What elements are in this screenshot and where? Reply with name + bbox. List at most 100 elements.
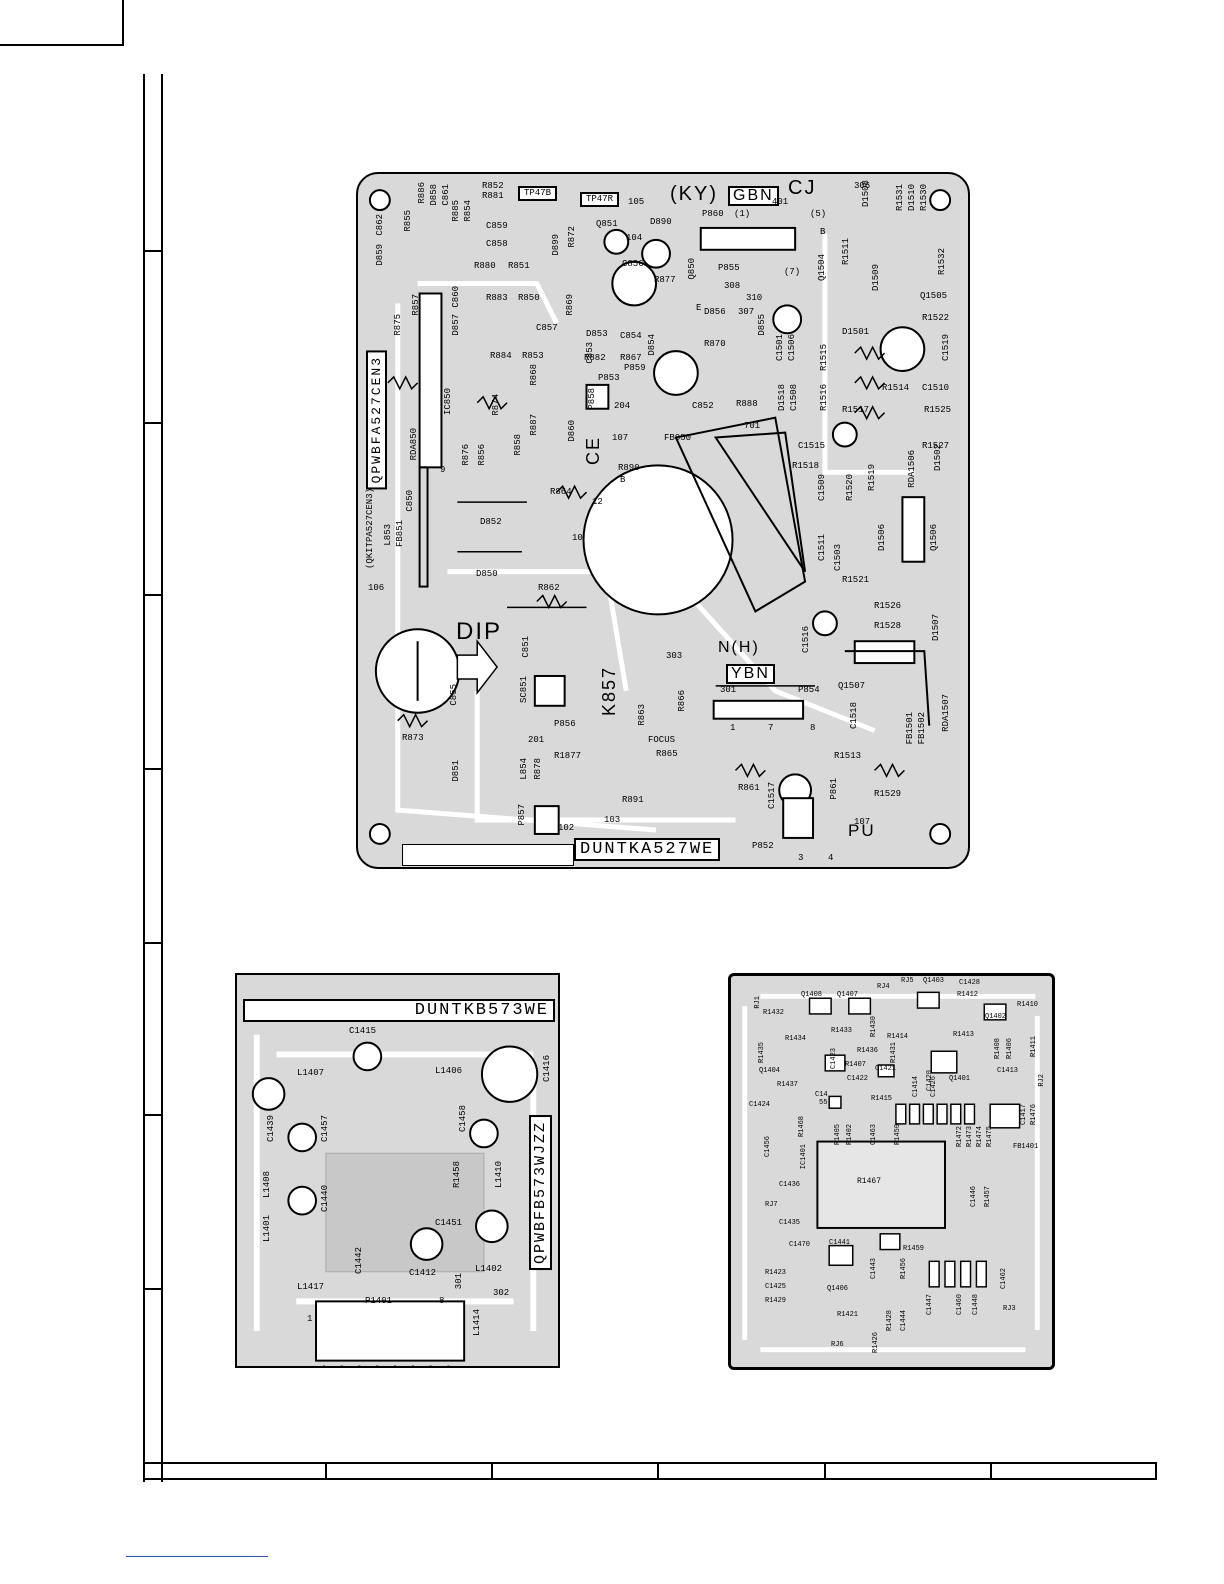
component-label: R866 xyxy=(677,690,687,712)
component-label: R1413 xyxy=(953,1031,975,1039)
frame-tick xyxy=(143,250,161,252)
frame-tick xyxy=(143,422,161,424)
component-label: C1506 xyxy=(787,334,797,362)
component-label: R875 xyxy=(393,314,403,336)
component-label: R1516 xyxy=(819,384,829,412)
component-label: C1447 xyxy=(926,1294,934,1316)
frame-tick xyxy=(143,594,161,596)
component-label: C1415 xyxy=(349,1026,377,1036)
frame-bottom-border xyxy=(143,1462,1157,1480)
ic1401-label: R1467 xyxy=(857,1177,882,1186)
component-label: C1510 xyxy=(922,383,950,393)
jumper-label: 307 xyxy=(738,307,755,317)
component-label: R1519 xyxy=(867,464,877,492)
region-ce-label: CE xyxy=(583,436,603,466)
component-label: R1450 xyxy=(894,1124,902,1146)
component-label: R1414 xyxy=(887,1033,909,1041)
component-label: D858 xyxy=(429,184,439,206)
component-label: Q851 xyxy=(596,219,618,229)
component-label: R1429 xyxy=(765,1297,787,1305)
component-label: R1474 xyxy=(976,1126,984,1148)
component-label: FB1401 xyxy=(1013,1143,1039,1151)
jumper-label: 104 xyxy=(626,233,643,243)
component-label: RJ7 xyxy=(765,1201,778,1209)
bottom-left-board-id-label: DUNTKB573WE xyxy=(243,999,555,1022)
main-board-traces xyxy=(368,189,952,845)
region-gbn-label: GBN xyxy=(728,186,779,206)
component-label: R887 xyxy=(529,414,539,436)
component-label: R890 xyxy=(618,463,640,473)
component-label: C853 xyxy=(585,342,595,364)
component-label: C856 xyxy=(622,259,644,269)
component-label: R1406 xyxy=(1006,1038,1014,1060)
component-label: D899 xyxy=(551,234,561,256)
component-label: R1877 xyxy=(554,751,582,761)
component-label: R1513 xyxy=(834,751,862,761)
component-label: C851 xyxy=(521,636,531,658)
pin-mark: 4 xyxy=(828,853,834,863)
component-label: D1509 xyxy=(871,264,881,292)
component-label: C1426 xyxy=(930,1076,938,1098)
test-point-tp47r: TP47R xyxy=(580,192,620,207)
region-dip-label: DIP xyxy=(456,618,503,645)
frame-divider xyxy=(824,1462,826,1480)
component-label: R1530 xyxy=(919,184,929,212)
main-board-alt-id: (QKITPA527CEN3) xyxy=(365,488,375,570)
jumper-label: 105 xyxy=(628,197,645,207)
bottom-right-pcb-board: R1467 RJ1 Q1408 Q1407 RJ4 RJ5 Q1403 C142… xyxy=(728,973,1055,1370)
component-label: C1421 xyxy=(875,1065,897,1073)
component-label: D1501 xyxy=(842,327,870,337)
component-label: C850 xyxy=(405,490,415,512)
component-label: C1424 xyxy=(749,1101,771,1109)
connector-pin: 8 xyxy=(439,1296,445,1306)
component-label: P1401 xyxy=(365,1296,393,1306)
component-label: FB850 xyxy=(664,433,692,443)
jumper-label: 201 xyxy=(528,735,545,745)
component-label: D856 xyxy=(704,307,726,317)
component-label: R1473 xyxy=(966,1126,974,1148)
bottom-left-board-traces xyxy=(251,1034,539,1366)
component-label: R1526 xyxy=(874,601,902,611)
component-label: R881 xyxy=(482,191,504,201)
component-label: D851 xyxy=(451,760,461,782)
component-label: R1410 xyxy=(1017,1001,1039,1009)
component-label: Q1506 xyxy=(929,524,939,552)
component-label: RDA1507 xyxy=(941,694,951,732)
component-label: R1411 xyxy=(1030,1036,1038,1058)
component-label: C1518 xyxy=(849,702,859,730)
footer-link-underline[interactable] xyxy=(126,1556,268,1557)
component-label: C1446 xyxy=(970,1186,978,1208)
component-label: C1444 xyxy=(900,1310,908,1332)
pin-mark: B xyxy=(620,475,626,485)
frame-tick xyxy=(143,1288,161,1290)
region-ybn-label: YBN xyxy=(726,664,775,684)
component-label: R1518 xyxy=(792,461,820,471)
jumper-label: 102 xyxy=(558,823,575,833)
component-label: 302 xyxy=(493,1288,510,1298)
component-label: R850 xyxy=(518,293,540,303)
bottom-left-board-vertical-id: QPWBFB573WJZZ xyxy=(529,1115,552,1271)
component-label: FB1502 xyxy=(917,712,927,745)
jumper-label: 310 xyxy=(746,293,763,303)
jumper-label: 308 xyxy=(724,281,741,291)
pin-mark: B xyxy=(820,227,826,237)
main-board-blank-box xyxy=(402,844,574,866)
component-label: R869 xyxy=(565,294,575,316)
component-label: R1428 xyxy=(886,1310,894,1332)
component-label: R1472 xyxy=(956,1126,964,1148)
component-label: R1531 xyxy=(895,184,905,212)
region-cj-label: CJ xyxy=(788,177,817,199)
connector-pin: 1 xyxy=(307,1314,313,1324)
component-label: C1417 xyxy=(1020,1104,1028,1126)
jumper-label: 107 xyxy=(612,433,629,443)
pin-mark: 9 xyxy=(440,465,446,475)
component-label: L1406 xyxy=(435,1066,463,1076)
component-label: R863 xyxy=(637,704,647,726)
component-label: SC851 xyxy=(519,676,529,704)
component-label: C1501 xyxy=(775,334,785,362)
component-label: C1516 xyxy=(801,626,811,654)
frame-divider xyxy=(657,1462,659,1480)
component-label: R1511 xyxy=(841,238,851,266)
component-label: D1510 xyxy=(907,184,917,212)
pin-mark: 8 xyxy=(810,723,816,733)
